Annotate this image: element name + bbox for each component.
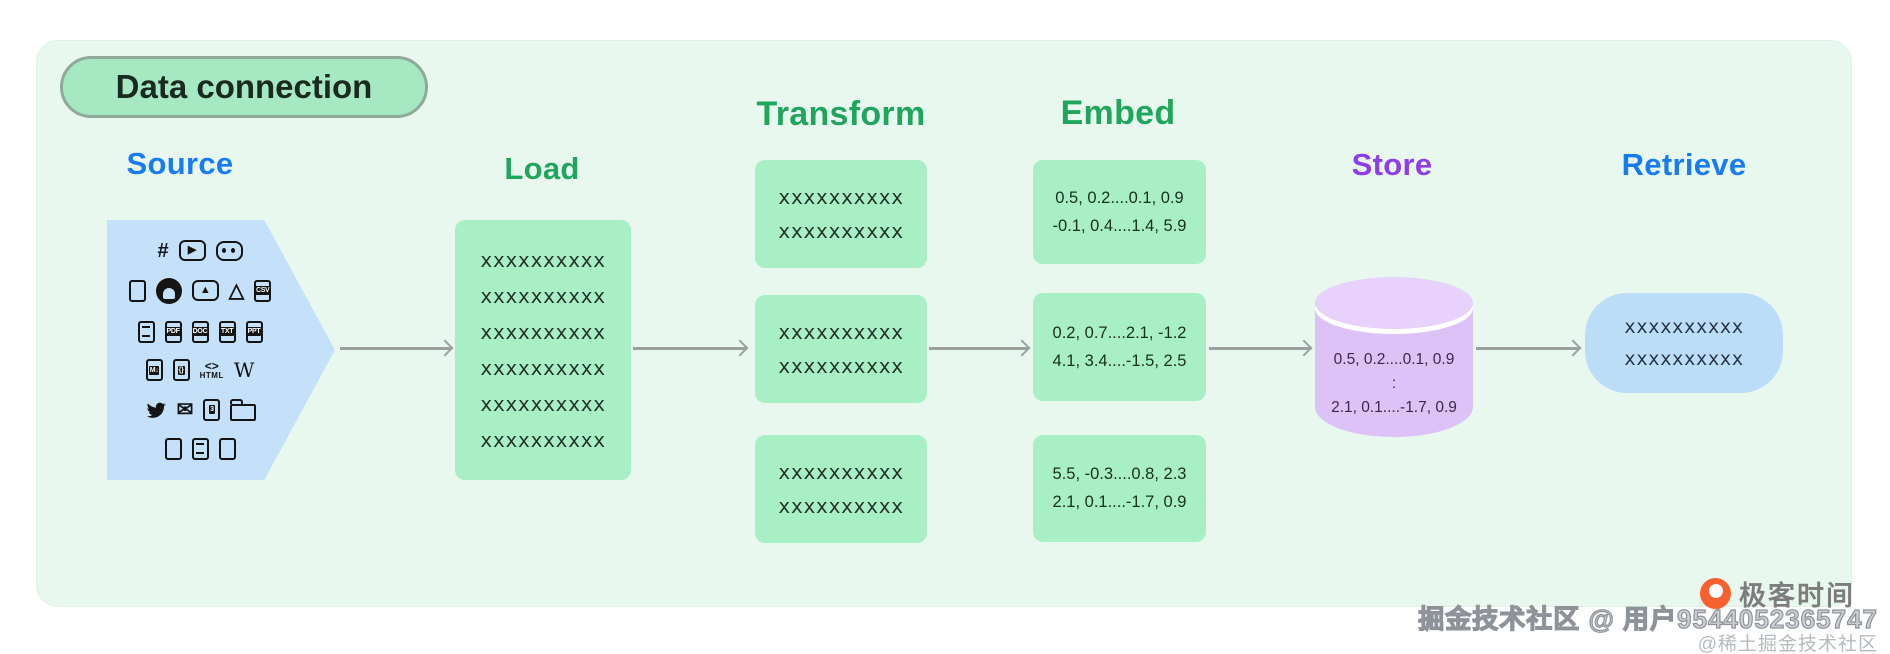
header-source: Source [126,146,234,181]
flow-arrow-transform-embed [929,347,1029,350]
flow-arrow-load-transform [633,347,747,350]
github-icon [155,277,182,304]
image-icon: ▲ [191,280,219,302]
source-icon-row: ✉3 [115,398,285,422]
chunk-row: xxxxxxxxxx [778,494,904,518]
source-icon-row [115,437,285,460]
vector-row: 0.5, 0.2....0.1, 0.9 [1055,188,1184,207]
file-icon [128,279,146,302]
embed-vector-3: 5.5, -0.3....0.8, 2.3 2.1, 0.1....-1.7, … [1033,435,1206,542]
load-row: xxxxxxxxxx [480,428,606,452]
chunk-row: xxxxxxxxxx [778,219,904,243]
ppt-file-icon: PPT [245,320,263,343]
csv-file-icon: CSV [254,279,272,302]
vector-row: -0.1, 0.4....1.4, 5.9 [1052,216,1187,235]
google-drive-icon: △ [228,279,245,302]
diagram-title-label: Data connection [115,68,373,105]
chunk-row: xxxxxxxxxx [778,354,904,378]
markdown-icon: M↓ [145,359,163,382]
header-embed: Embed [1060,94,1176,132]
geektime-brand-name: 极客时间 [1739,581,1855,611]
chunk-row: xxxxxxxxxx [778,185,904,209]
watermark-secondary: @稀土掘金技术社区 [1697,634,1878,654]
wikipedia-icon: W [233,358,255,383]
embed-vector-1: 0.5, 0.2....0.1, 0.9 -0.1, 0.4....1.4, 5… [1033,160,1206,264]
twitter-icon [144,399,167,420]
chunk-row: xxxxxxxxxx [778,460,904,484]
transform-chunk-3: xxxxxxxxxx xxxxxxxxxx [755,435,927,543]
vector-row: 5.5, -0.3....0.8, 2.3 [1052,465,1187,483]
transform-chunk-1: xxxxxxxxxx xxxxxxxxxx [755,160,927,268]
load-row: xxxxxxxxxx [480,356,606,380]
flow-arrow-embed-store [1209,347,1311,350]
cylinder-top [1315,277,1473,329]
folder-icon [229,399,257,422]
watermark-primary: 掘金技术社区 @ 用户9544052365747 [1418,603,1878,634]
json-icon: {} [172,359,190,382]
source-icon-row: M↓ {} <>HTML W [115,358,285,383]
chunk-row: xxxxxxxxxx [778,320,904,344]
diagram-title: Data connection [60,56,428,118]
flow-arrow-store-retrieve [1476,347,1580,350]
source-icon-row: #▶ [115,240,285,261]
vector-row: 2.1, 0.1....-1.7, 0.9 [1052,493,1187,511]
store-database-cylinder: 0.5, 0.2....0.1, 0.9 : 2.1, 0.1....-1.7,… [1315,277,1473,437]
header-load: Load [504,151,580,186]
store-row: 0.5, 0.2....0.1, 0.9 [1333,350,1455,368]
html-icon: <>HTML [199,359,224,381]
retrieve-row: xxxxxxxxxx [1624,316,1744,338]
geektime-logo-icon [1700,578,1731,611]
store-row: : [1391,374,1397,392]
diagram-panel [36,40,1852,607]
embed-vector-2: 0.2, 0.7....2.1, -1.2 4.1, 3.4....-1.5, … [1033,293,1206,401]
pdf-file-icon: PDF [164,320,182,343]
file-icon-2 [164,437,182,460]
file-text-icon [191,437,209,460]
vector-row: 4.1, 3.4....-1.5, 2.5 [1052,351,1187,370]
transform-chunk-2: xxxxxxxxxx xxxxxxxxxx [755,295,927,403]
source-icon-row: PDF DOC TXT PPT [115,320,285,343]
geektime-brand: 极客时间 [1700,574,1855,613]
youtube-icon: ▶ [178,240,206,261]
retrieve-row: xxxxxxxxxx [1624,348,1744,370]
load-row: xxxxxxxxxx [480,284,606,308]
header-transform: Transform [756,95,926,133]
header-retrieve: Retrieve [1621,147,1747,182]
header-store: Store [1351,147,1433,182]
load-row: xxxxxxxxxx [480,320,606,344]
load-row: xxxxxxxxxx [480,392,606,416]
css-icon: 3 [203,398,221,421]
discord-icon [215,240,243,261]
file-icon-3 [218,437,236,460]
source-icon-row: ▲ △ CSV [115,277,285,304]
store-row: 2.1, 0.1....-1.7, 0.9 [1331,398,1457,416]
document-icon [137,320,155,343]
email-icon: ✉ [176,398,194,421]
vector-row: 0.2, 0.7....2.1, -1.2 [1052,323,1187,342]
slack-icon: # [157,239,169,262]
doc-file-icon: DOC [191,320,209,343]
retrieve-box: xxxxxxxxxx xxxxxxxxxx [1585,293,1783,393]
load-row: xxxxxxxxxx [480,248,606,272]
txt-file-icon: TXT [218,320,236,343]
load-box: xxxxxxxxxx xxxxxxxxxx xxxxxxxxxx xxxxxxx… [455,220,631,480]
flow-arrow-source-load [340,347,452,350]
